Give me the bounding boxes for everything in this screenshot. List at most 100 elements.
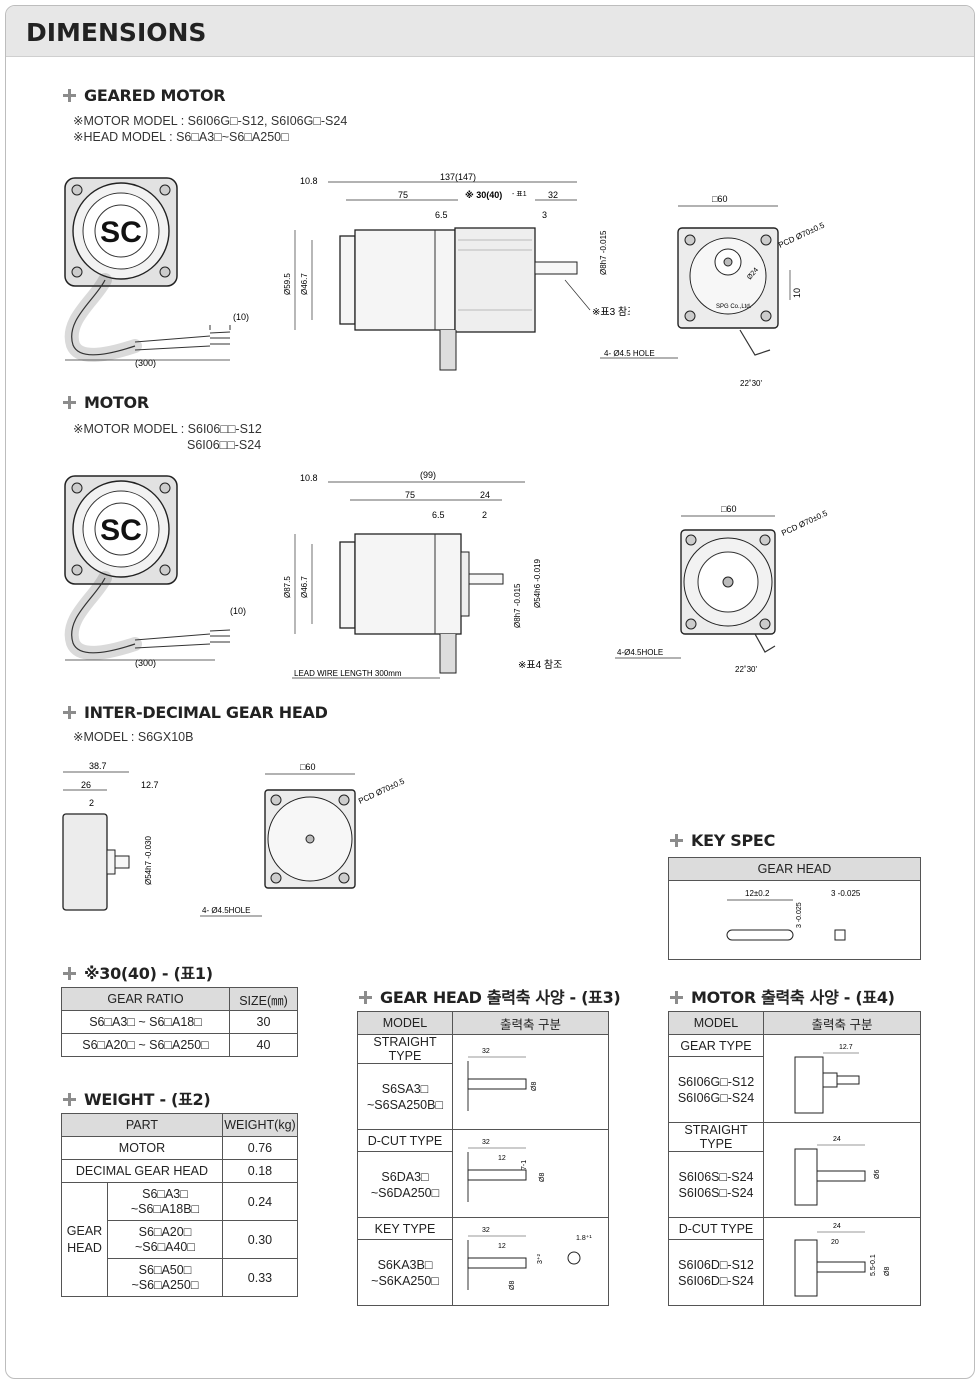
part-cell: DECIMAL GEAR HEAD <box>61 1159 223 1183</box>
section-table4: MOTOR 출력축 사양 - (표4) <box>670 984 895 1008</box>
section-title: WEIGHT - (표2) <box>84 1090 211 1109</box>
weight-cell: 0.24 <box>221 1182 299 1221</box>
shaft-dim: 20 <box>831 1239 839 1246</box>
gear-head-side-view: 38.7 26 12.7 2 Ø54h7 -0.030 <box>62 761 159 911</box>
dim-32: 32 <box>548 190 558 200</box>
dim-boss-tol: Ø54h6 -0.019 <box>533 559 542 608</box>
shaft-dim: 24 <box>833 1223 841 1230</box>
shaft-dim: 7-1 <box>521 1160 528 1170</box>
col-shaft: 출력축 구분 <box>452 1011 609 1035</box>
dim-75: 75 <box>405 490 415 500</box>
weight-cell: 0.30 <box>221 1220 299 1259</box>
section-title: KEY SPEC <box>691 831 776 850</box>
hole-spec: 4- Ø4.5 HOLE <box>604 349 655 358</box>
lead-wire-note: LEAD WIRE LENGTH 300mm <box>294 669 402 678</box>
dim-sq-60: □60 <box>300 762 315 772</box>
shaft-drawing-cell: 12.7 <box>763 1034 921 1123</box>
section-title: GEAR HEAD 출력축 사양 - (표3) <box>380 988 621 1007</box>
section-title: GEARED MOTOR <box>84 86 226 105</box>
model-line: S6SA3□ <box>381 1081 429 1096</box>
dim-shaft-tol: Ø8h7 -0.015 <box>599 230 608 275</box>
plus-icon <box>670 991 683 1004</box>
dim-2: 2 <box>482 510 487 520</box>
size-cell: 30 <box>229 1010 298 1034</box>
shaft-type: D-CUT TYPE <box>357 1129 453 1152</box>
weight-cell: 0.33 <box>221 1258 299 1297</box>
lead-end-dim: (10) <box>233 312 249 322</box>
dim-6-5: 6.5 <box>435 210 448 220</box>
part-line: S6□A20□ <box>138 1224 192 1239</box>
dim-shaft-tol: Ø8h7 -0.015 <box>513 583 522 628</box>
model-line: ~S6DA250□ <box>370 1185 440 1200</box>
col-part: PART <box>61 1113 223 1137</box>
section-table2: WEIGHT - (표2) <box>63 1086 211 1110</box>
lead-length-dim: (300) <box>135 658 156 668</box>
dim-26: 26 <box>81 780 91 790</box>
dim-30-40: ※ 30(40) <box>465 190 502 200</box>
shaft-dim: Ø8 <box>884 1267 891 1276</box>
key-spec-header: GEAR HEAD <box>668 857 921 881</box>
dim-pcd: PCD Ø70±0.5 <box>780 508 829 537</box>
dim-3: 3 <box>542 210 547 220</box>
model-line: S6I06D□-S12 <box>678 1257 754 1272</box>
col-model: MODEL <box>357 1011 453 1035</box>
dim-phi-59-5: Ø59.5 <box>283 273 292 295</box>
hole-spec: 4-Ø4.5HOLE <box>617 648 663 657</box>
angle-spec: 22˚30' <box>735 665 757 674</box>
shaft-dim: Ø6 <box>874 1169 881 1178</box>
shaft-type: GEAR TYPE <box>668 1034 764 1057</box>
model-cell: S6DA3□~S6DA250□ <box>357 1151 453 1218</box>
page-title: DIMENSIONS <box>26 18 207 47</box>
dim-99: (99) <box>420 470 436 480</box>
key-len: 12±0.2 <box>745 889 770 898</box>
model-line: ~S6SA250B□ <box>366 1097 443 1112</box>
model-line: S6KA3B□ <box>377 1257 433 1272</box>
dim-boss: Ø54h7 -0.030 <box>144 836 153 885</box>
model-line: S6DA3□ <box>381 1169 429 1184</box>
part-cell: MOTOR <box>61 1136 223 1160</box>
gear-head-note: ※MODEL : S6GX10B <box>73 730 194 744</box>
col-size: SIZE(㎜) <box>229 987 298 1011</box>
weight-cell: 0.18 <box>221 1159 299 1183</box>
dim-10: 10 <box>792 288 802 298</box>
plus-icon <box>63 1093 76 1106</box>
angle-spec: 22˚30' <box>740 379 762 388</box>
logo-text: SC <box>100 514 142 547</box>
dim-10-8: 10.8 <box>300 176 318 186</box>
plus-icon <box>63 89 76 102</box>
shaft-type: STRAIGHT TYPE <box>668 1122 764 1152</box>
dim-24: 24 <box>480 490 490 500</box>
gear-label-2: HEAD <box>67 1240 102 1255</box>
key-spec-drawing: 12±0.2 3 -0.025 3 -0.025 <box>726 889 861 940</box>
size-cell: 40 <box>229 1033 298 1057</box>
weight-cell: 0.76 <box>221 1136 299 1160</box>
motor-front-view: SC (10) (300) <box>64 475 246 668</box>
section-title: ※30(40) - (표1) <box>84 964 213 983</box>
geared-motor-note: ※MOTOR MODEL : S6I06G□-S12, S6I06G□-S24※… <box>73 113 347 145</box>
key-width: 3 -0.025 <box>831 889 861 898</box>
plus-icon <box>359 991 372 1004</box>
col-gear-ratio: GEAR RATIO <box>61 987 230 1011</box>
shaft-dim: 1.8⁺¹ <box>576 1234 592 1242</box>
dim-2: 2 <box>89 798 94 808</box>
section-title: MOTOR <box>84 393 149 412</box>
shaft-dim: 12 <box>498 1155 506 1162</box>
part-cell: S6□A50□~S6□A250□ <box>107 1258 223 1297</box>
dim-38-7: 38.7 <box>89 761 107 771</box>
shaft-dim: 32 <box>482 1048 490 1055</box>
dim-sq-60: □60 <box>721 504 736 514</box>
ref-table3: ※표3 참조 <box>592 306 630 318</box>
lead-length-dim: (300) <box>135 358 156 368</box>
model-line: S6I06S□-S24 <box>678 1169 754 1184</box>
gear-label-1: GEAR <box>66 1223 103 1238</box>
